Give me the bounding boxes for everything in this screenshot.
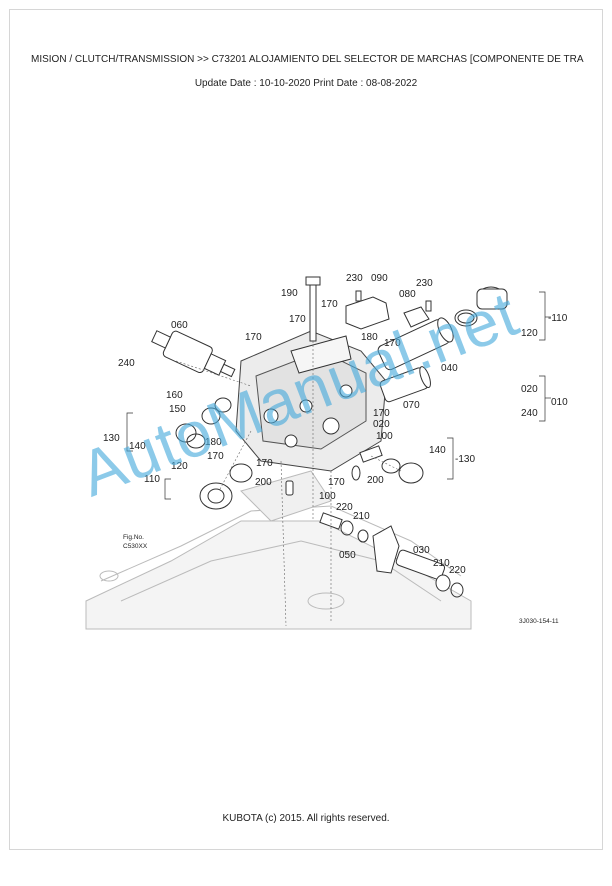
label-020a: 020	[521, 384, 538, 395]
label-130a: 130	[103, 433, 120, 444]
label-010: 010	[551, 397, 568, 408]
parts-diagram: 230 090 230 190 080 170 170 060 170 180 …	[85, 273, 568, 630]
label-230b: 230	[416, 278, 433, 289]
label-180b: 180	[205, 437, 222, 448]
label-220a: 220	[336, 502, 353, 513]
label-240b: 240	[521, 408, 538, 419]
fig-no-label: Fig.No.	[123, 534, 144, 541]
label-100b: 100	[319, 491, 336, 502]
label-210b: 210	[433, 558, 450, 569]
label-040: 040	[441, 363, 458, 374]
label-070: 070	[403, 400, 420, 411]
label-110b: 110	[144, 474, 160, 485]
label-140a: 140	[129, 441, 146, 452]
label-030: 030	[413, 545, 430, 556]
label-170c: 170	[245, 332, 262, 343]
label-150: 150	[169, 404, 186, 415]
page-frame: MISION / CLUTCH/TRANSMISSION >> C73201 A…	[9, 9, 603, 850]
label-140b: 140	[429, 445, 446, 456]
breadcrumb-title: MISION / CLUTCH/TRANSMISSION >> C73201 A…	[31, 54, 584, 65]
label-230a: 230	[346, 273, 363, 284]
label-210a: 210	[353, 511, 370, 522]
label-110a: -110	[548, 313, 568, 324]
label-220b: 220	[449, 565, 466, 576]
label-050: 050	[339, 550, 356, 561]
label-090: 090	[371, 273, 388, 284]
label-120b: 120	[171, 461, 188, 472]
label-170h: 170	[328, 477, 345, 488]
label-100a: 100	[376, 431, 393, 442]
label-200a: 200	[255, 477, 272, 488]
drawing-code: 3J030-154-11	[519, 618, 559, 625]
fig-code: C530XX	[123, 543, 148, 550]
label-160: 160	[166, 390, 183, 401]
label-080: 080	[399, 289, 416, 300]
update-print-dates: Update Date : 10-10-2020 Print Date : 08…	[194, 78, 418, 89]
label-170e: 170	[207, 451, 224, 462]
label-200b: 200	[367, 475, 384, 486]
part-labels: 230 090 230 190 080 170 170 060 170 180 …	[103, 273, 568, 625]
label-120a: 120	[521, 328, 538, 339]
label-240a: 240	[118, 358, 135, 369]
label-170g: 170	[256, 458, 273, 469]
label-170a: 170	[289, 314, 306, 325]
label-130b: -130	[455, 454, 475, 465]
label-020b: 020	[373, 419, 390, 430]
label-170f: 170	[373, 408, 390, 419]
label-180a: 180	[361, 332, 378, 343]
label-060: 060	[171, 320, 188, 331]
copyright-footer: KUBOTA (c) 2015. All rights reserved.	[222, 813, 390, 824]
label-190: 190	[281, 288, 298, 299]
label-170d: 170	[384, 338, 401, 349]
label-170b: 170	[321, 299, 338, 310]
